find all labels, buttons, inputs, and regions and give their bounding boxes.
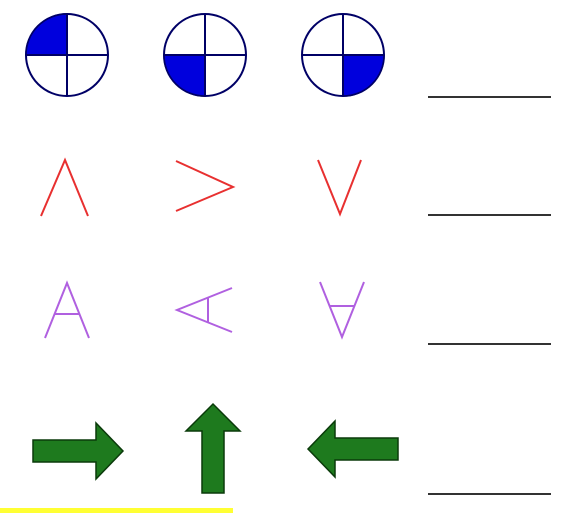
row-chevrons	[40, 157, 362, 217]
circle-quadrant-icon-bottom-right	[301, 13, 385, 97]
row-letter-a	[44, 280, 365, 340]
letter-a-rotated-icon	[174, 287, 233, 333]
arrow-up-icon	[184, 402, 242, 494]
row-circle-quadrants	[25, 13, 385, 97]
row-arrows	[32, 402, 399, 494]
highlight-bar	[0, 508, 233, 513]
letter-a-inverted-icon	[319, 281, 365, 340]
circle-quadrant-icon-top-left	[25, 13, 109, 97]
chevron-up-icon	[40, 157, 89, 217]
circle-quadrant-icon-bottom-left	[163, 13, 247, 97]
arrow-left-icon	[306, 419, 399, 479]
arrow-right-icon	[32, 421, 125, 481]
chevron-down-icon	[317, 159, 362, 217]
chevron-right-icon	[175, 160, 236, 212]
letter-a-icon	[44, 280, 90, 339]
